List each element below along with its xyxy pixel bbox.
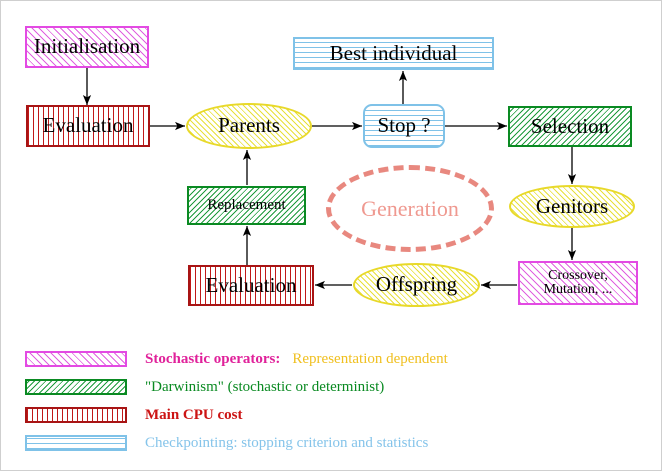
node-initialisation[interactable]: Initialisation	[25, 26, 149, 68]
node-generation: Generation	[326, 165, 494, 252]
legend-swatch-red-vertical	[25, 407, 127, 423]
node-best-individual[interactable]: Best individual	[293, 37, 494, 70]
node-replacement[interactable]: Replacement	[187, 186, 306, 225]
legend-row: Main CPU cost	[25, 403, 645, 427]
node-crossover-mutation-label-line1: Crossover,	[548, 267, 608, 283]
node-crossover-mutation[interactable]: Crossover, Mutation, ...	[518, 261, 638, 305]
node-parents-label: Parents	[218, 113, 280, 138]
node-replacement-label: Replacement	[207, 196, 286, 213]
legend-swatch-blue-horizontal	[25, 435, 127, 451]
node-evaluation-top[interactable]: Evaluation	[26, 105, 150, 147]
node-evaluation-bottom[interactable]: Evaluation	[188, 265, 314, 306]
node-offspring-label: Offspring	[375, 272, 458, 297]
legend: Stochastic operators: Representation dep…	[25, 347, 645, 459]
node-parents[interactable]: Parents	[186, 103, 312, 149]
node-genitors-label: Genitors	[535, 193, 609, 218]
node-genitors[interactable]: Genitors	[509, 185, 635, 228]
node-selection-label: Selection	[530, 113, 610, 138]
node-selection[interactable]: Selection	[508, 106, 632, 147]
legend-label-checkpointing: Checkpointing: stopping criterion and st…	[145, 434, 429, 451]
node-stop[interactable]: Stop ?	[363, 104, 445, 148]
legend-label-darwinism: "Darwinism" (stochastic or determinist)	[145, 378, 385, 395]
legend-swatch-green-hatch	[25, 379, 127, 395]
legend-label-representation-dependent: Representation dependent	[292, 350, 448, 367]
node-offspring[interactable]: Offspring	[353, 263, 480, 307]
node-stop-label: Stop ?	[377, 113, 431, 138]
legend-row: Checkpointing: stopping criterion and st…	[25, 431, 645, 455]
legend-label-stochastic-operators: Stochastic operators:	[145, 350, 281, 367]
legend-row: Stochastic operators: Representation dep…	[25, 347, 645, 371]
node-crossover-mutation-label-line2: Mutation, ...	[543, 282, 613, 297]
node-evaluation-top-label: Evaluation	[42, 113, 134, 138]
legend-swatch-magenta-hatch	[25, 351, 127, 367]
legend-label-main-cpu-cost: Main CPU cost	[145, 406, 243, 423]
node-generation-label: Generation	[361, 195, 459, 221]
node-evaluation-bottom-label: Evaluation	[205, 272, 297, 297]
node-best-individual-label: Best individual	[329, 40, 458, 65]
node-initialisation-label: Initialisation	[33, 34, 141, 59]
legend-row: "Darwinism" (stochastic or determinist)	[25, 375, 645, 399]
